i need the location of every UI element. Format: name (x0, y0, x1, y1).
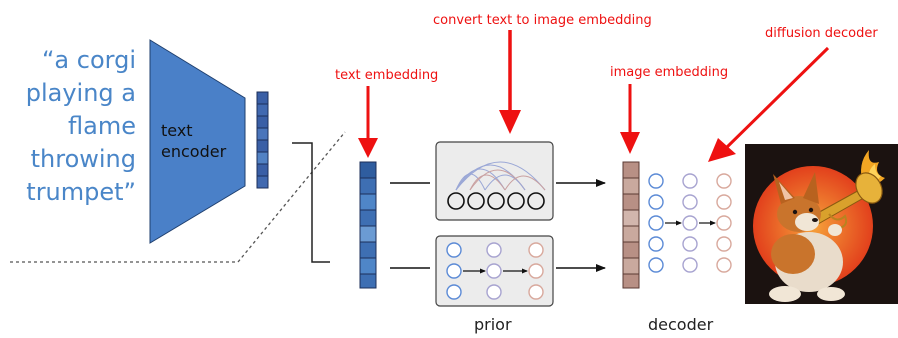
decoder-network (648, 173, 732, 273)
text-encoder-label: text encoder (161, 121, 227, 161)
red-annotation-arrows (358, 30, 830, 162)
text-encoder-block (149, 39, 246, 244)
bracket-connector (292, 142, 330, 263)
encoder-output-embedding (256, 91, 269, 189)
prompt-text: “a corgi playing a flame throwing trumpe… (25, 46, 136, 206)
prior-diffusion-box (435, 235, 554, 307)
corgi-playing-flaming-trumpet-image (745, 144, 898, 304)
image-embedding-vector (622, 161, 640, 289)
convert-text-to-image-embedding-label: convert text to image embedding (433, 13, 652, 28)
decoder-caption: decoder (648, 315, 714, 334)
prior-autoregressive-box (435, 141, 554, 221)
prior-caption: prior (474, 315, 512, 334)
text-embedding-label: text embedding (335, 68, 439, 83)
corgi-illustration (745, 144, 898, 304)
diffusion-decoder-label: diffusion decoder (765, 26, 878, 41)
text-embedding-vector (359, 161, 377, 289)
dotted-diagonal (237, 131, 346, 263)
image-embedding-label: image embedding (610, 65, 729, 80)
